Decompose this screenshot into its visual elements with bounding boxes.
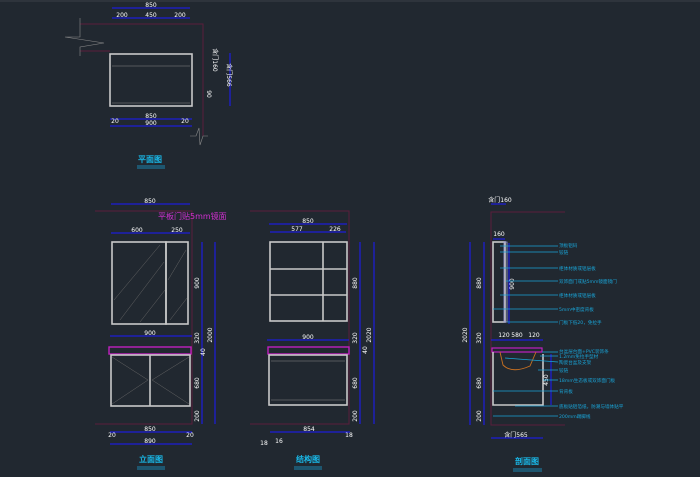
sect-dim-basin: 580 <box>511 332 523 339</box>
struct-dim-right: 226 <box>329 226 341 233</box>
elev-mirror-note: 平板门贴5mm镜面 <box>158 211 227 221</box>
elev-dim-h-total: 2000 <box>207 327 214 342</box>
struct-dim-h-upper: 880 <box>352 277 359 289</box>
plan-title: 平面图 <box>138 155 162 164</box>
plan-dim-inner: 850 <box>145 113 157 120</box>
plan-dim-depth: 含门566 <box>225 63 233 87</box>
struct-dim-h-lower: 680 <box>352 377 359 389</box>
sect-note-14: 底板贴铝箔纸，防潮与墙体贴平 <box>559 403 624 410</box>
plan-dim-total: 900 <box>145 120 157 127</box>
elev-dim-right: 250 <box>171 227 183 234</box>
plan-dim-gap: 90 <box>205 90 212 98</box>
sect-note-1: 顶板铝码 <box>559 242 578 249</box>
elev-dim-h-base: 200 <box>194 410 201 422</box>
sect-dim-depth-bottom: 含门565 <box>504 431 528 439</box>
sect-dim-h-base: 200 <box>476 410 483 422</box>
sect-note-11: 铰链 <box>559 367 569 374</box>
elev-dim-h-upper: 900 <box>194 277 201 289</box>
plan-dim-left: 200 <box>116 12 128 19</box>
structure-title: 结构图 <box>296 454 320 464</box>
struct-dim-h-base: 200 <box>352 410 359 422</box>
sect-note-7: 门板下低20，免拉手 <box>559 319 602 326</box>
plan-view: 850 200 450 200 850 20 900 20 含门160 含门56… <box>64 2 233 169</box>
sect-note-15: 200mm踢脚线 <box>559 413 591 420</box>
struct-dim-bottom: 854 <box>303 426 315 433</box>
sect-note-13: 背背板 <box>559 388 573 395</box>
elevation-view: 850 平板门贴5mm镜面 600 250 900 900 320 40 680… <box>95 198 227 470</box>
plan-dim-top: 850 <box>145 2 157 9</box>
sect-note-9: 1.2mm免拉手型材 <box>559 353 599 360</box>
elev-dim-side-r: 20 <box>186 432 194 439</box>
plan-dim-right: 200 <box>174 12 186 19</box>
sect-dim-ov-l: 120 <box>498 332 510 339</box>
sect-note-2: 铰链 <box>559 249 569 256</box>
struct-dim-h-top: 40 <box>362 346 369 354</box>
leader-lines <box>493 245 559 417</box>
struct-dim-h-total: 2020 <box>366 327 373 342</box>
struct-dim-c: 18 <box>345 432 353 439</box>
elev-dim-h-top: 40 <box>200 348 207 356</box>
sect-note-5: 柜体材质或铝层板 <box>559 292 596 299</box>
plan-dim-depth-door: 含门160 <box>211 48 219 72</box>
elev-dim-left: 600 <box>131 227 143 234</box>
plan-dim-side-l: 20 <box>111 118 119 125</box>
sect-note-6: 5mm中密度背板 <box>559 306 594 313</box>
elev-dim-total: 890 <box>144 438 156 445</box>
elev-dim-width: 850 <box>144 198 156 205</box>
sect-note-12: 18mm生态板或双饰面门板 <box>559 377 616 384</box>
structure-view: 850 577 226 900 880 320 40 680 200 2020 … <box>250 210 375 470</box>
sect-dim-h-lower: 680 <box>476 377 483 389</box>
struct-dim-b: 16 <box>275 438 283 445</box>
elevation-title: 立面图 <box>139 454 163 464</box>
sect-note-4: 双饰面门或贴5mm镜面镜门 <box>559 278 617 285</box>
sect-note-8: 台盆层台面+PVC装饰条 <box>559 348 609 355</box>
plan-dim-mid: 450 <box>145 12 157 19</box>
sect-dim-depth-top: 含门160 <box>488 196 512 204</box>
sect-dim-h-gap: 320 <box>476 332 483 344</box>
elev-dim-h-gap: 320 <box>194 332 201 344</box>
sect-dim-h-door: 900 <box>509 278 516 290</box>
struct-dim-h-gap: 320 <box>352 332 359 344</box>
sect-dim-ov-r: 120 <box>528 332 540 339</box>
sect-note-3: 柜体材质或铝层板 <box>559 265 596 272</box>
plan-dim-side-r: 20 <box>181 118 189 125</box>
struct-dim-width: 850 <box>302 218 314 225</box>
elev-dim-bottom: 850 <box>144 426 156 433</box>
sect-dim-upper-depth: 160 <box>493 231 505 238</box>
elev-dim-h-lower: 680 <box>194 377 201 389</box>
sect-dim-h-upper: 880 <box>476 277 483 289</box>
struct-dim-a: 18 <box>260 440 268 447</box>
elev-dim-side-l: 20 <box>108 432 116 439</box>
struct-dim-left: 577 <box>291 226 303 233</box>
struct-dim-counter: 900 <box>302 334 314 341</box>
section-view: 含门160 160 880 900 2020 320 680 200 120 5… <box>462 196 624 472</box>
elev-dim-counter: 900 <box>144 330 156 337</box>
sect-note-10: 陶瓷台盆及支架 <box>559 359 592 366</box>
section-title: 剖面图 <box>515 456 539 466</box>
sect-dim-h-total: 2020 <box>462 327 469 342</box>
